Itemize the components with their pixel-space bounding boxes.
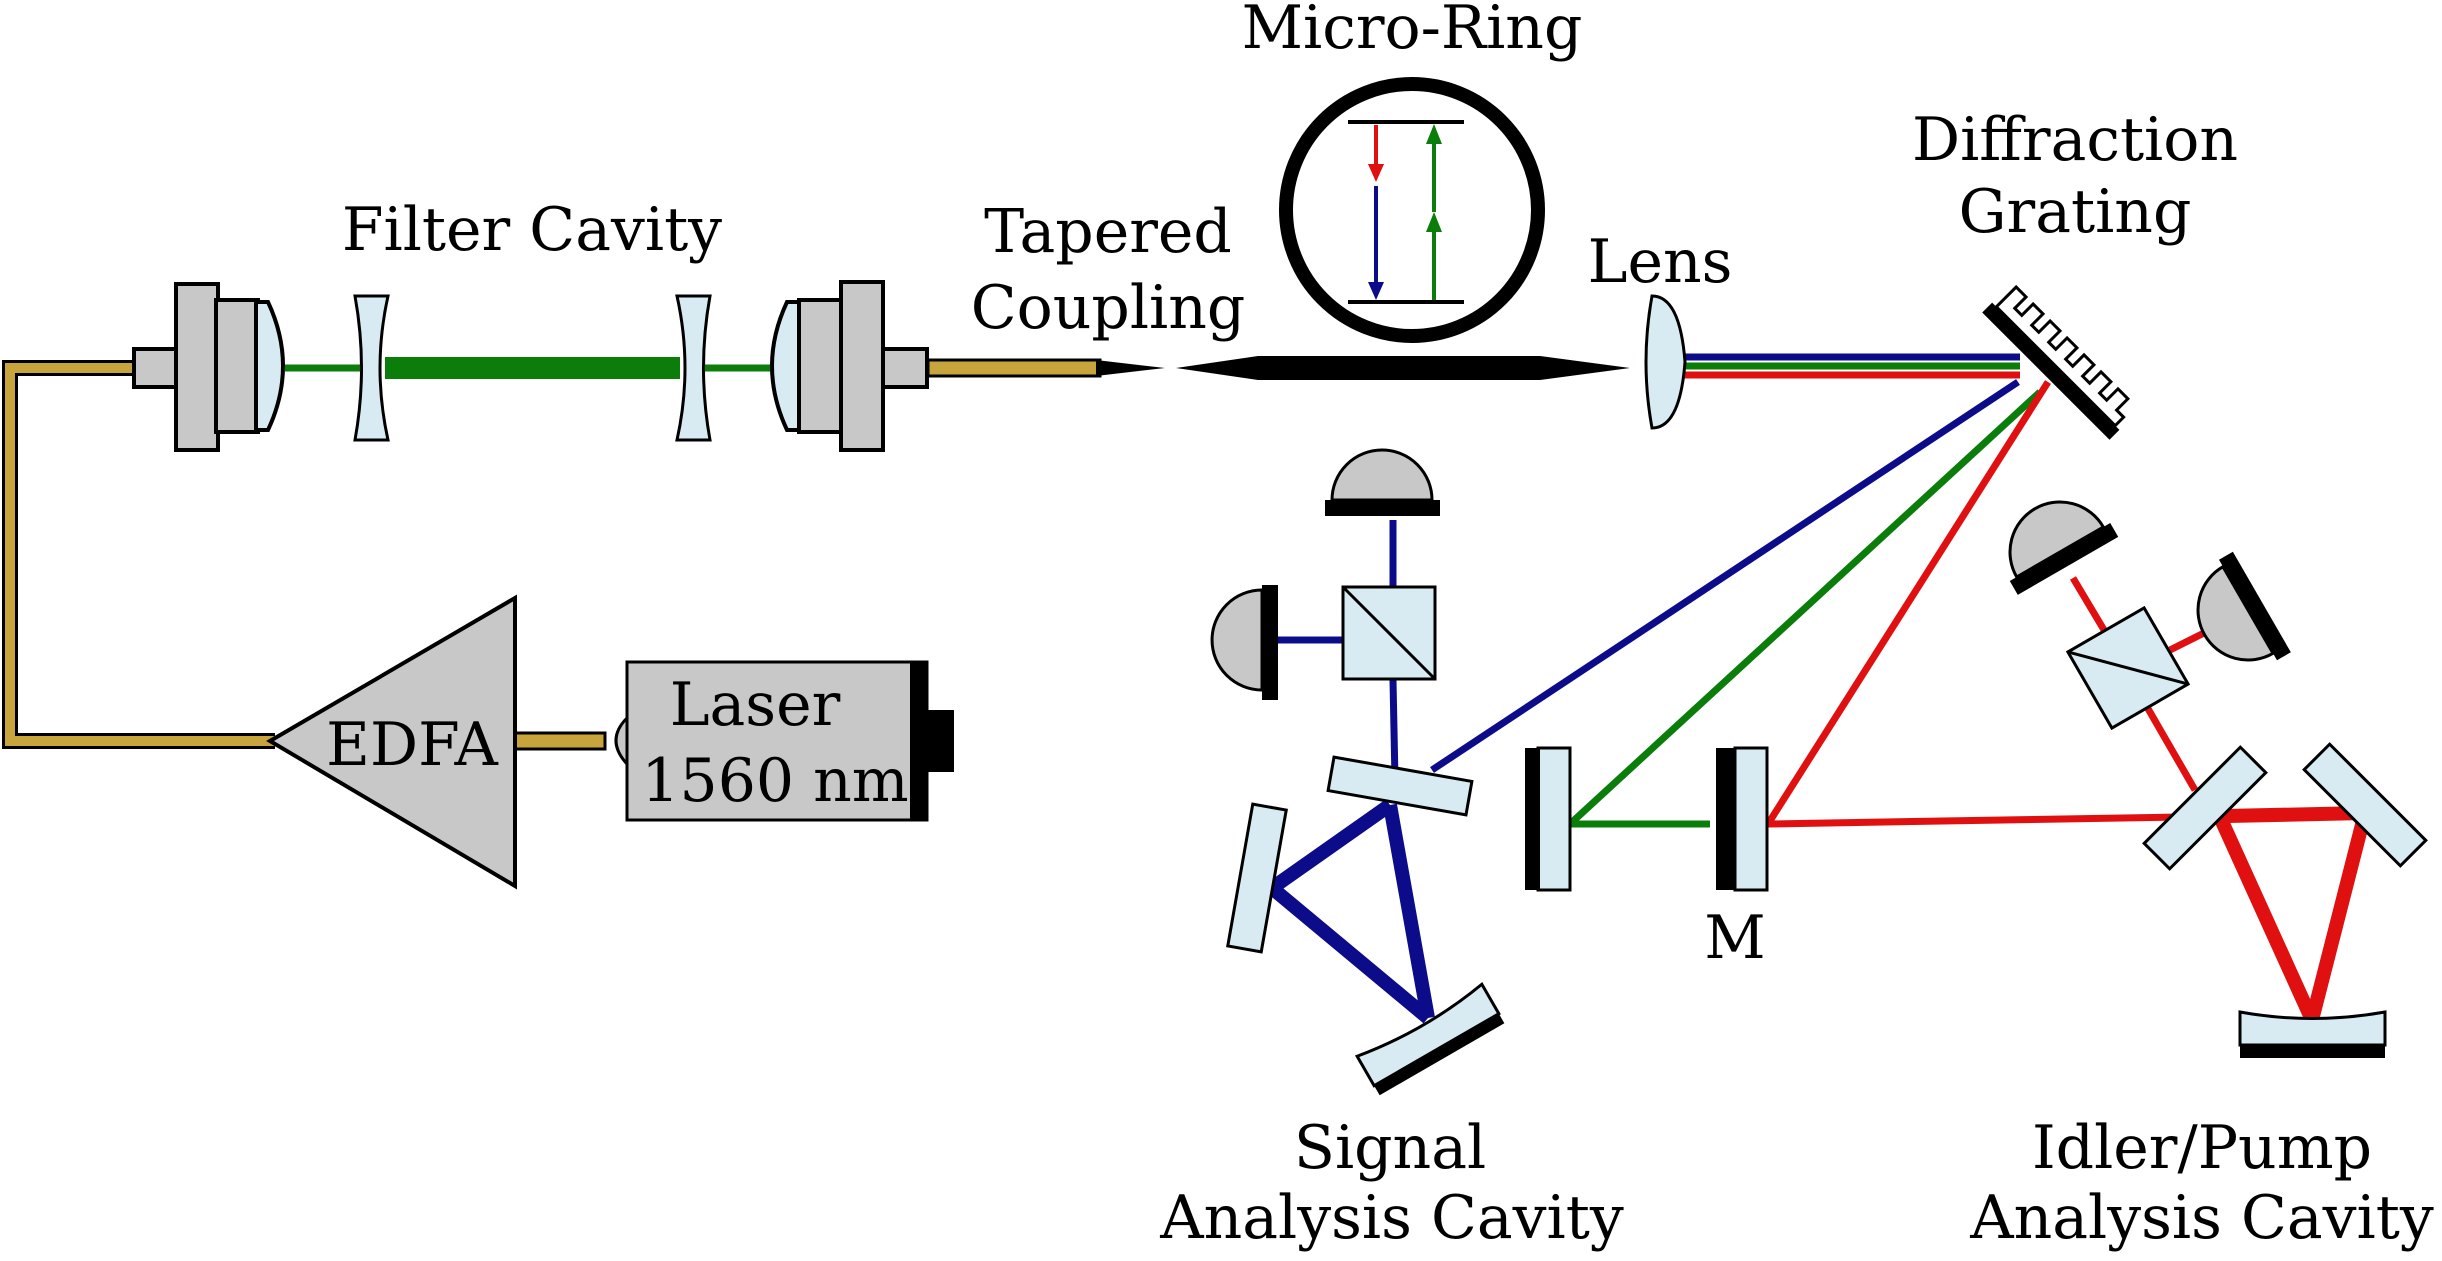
edfa-label: EDFA [326, 710, 498, 780]
photodetector-icon [2008, 500, 2119, 595]
fiber-collimator-icon [132, 282, 285, 452]
fiber-collimator-icon [770, 280, 929, 452]
filter-cavity-label: Filter Cavity [342, 195, 722, 265]
photodetector-icon [1325, 448, 1440, 516]
photodetector-icon [1210, 585, 1278, 700]
tapered-label: Tapered [984, 197, 1232, 267]
lens-icon [353, 294, 390, 442]
idler-cavity-label: Analysis Cavity [1969, 1183, 2434, 1253]
ring-resonator-icon [1279, 77, 1545, 343]
signal-cavity-label: Analysis Cavity [1159, 1183, 1624, 1253]
mirror-icon [1716, 746, 1769, 892]
signal-analysis-cavity [1210, 448, 1505, 1096]
grating-label: Grating [1959, 177, 2192, 247]
mirror-icon [2302, 742, 2428, 868]
laser-label: Laser [670, 670, 841, 740]
combined-beam [1680, 353, 2020, 379]
mirror-icon [2142, 745, 2268, 871]
mirror-icon [1354, 981, 1505, 1096]
mirror-icon [1525, 746, 1572, 892]
filter-cavity [132, 280, 929, 452]
signal-label: Signal [1294, 1113, 1486, 1183]
idler-beam [1765, 380, 2051, 826]
signal-beam [1430, 379, 2020, 773]
pump-beam [1567, 389, 2043, 827]
tapered-coupling [1096, 356, 1630, 380]
amplifier-icon [266, 594, 517, 890]
lens-icon [1644, 294, 1687, 430]
beam-splitter-icon [1341, 585, 1437, 681]
laser-wavelength-label: 1560 nm [641, 746, 908, 816]
laser-icon [614, 660, 954, 822]
optical-fiber [2, 358, 1102, 751]
coupling-label: Coupling [971, 273, 1246, 343]
grating-icon [1982, 284, 2131, 440]
diffraction-label: Diffraction [1912, 105, 2238, 175]
beam-splitter-icon [2065, 605, 2191, 731]
mirror-icon [2238, 1010, 2387, 1058]
micro-ring-label: Micro-Ring [1242, 0, 1583, 63]
lens-label: Lens [1588, 227, 1733, 297]
mirror-m-label: M [1704, 903, 1765, 973]
mirror-icon [1226, 802, 1288, 954]
idler-label: Idler/Pump [2032, 1113, 2372, 1183]
photodetector-icon [2196, 551, 2291, 662]
idler-analysis-cavity [2008, 500, 2428, 1058]
lens-icon [675, 294, 712, 442]
